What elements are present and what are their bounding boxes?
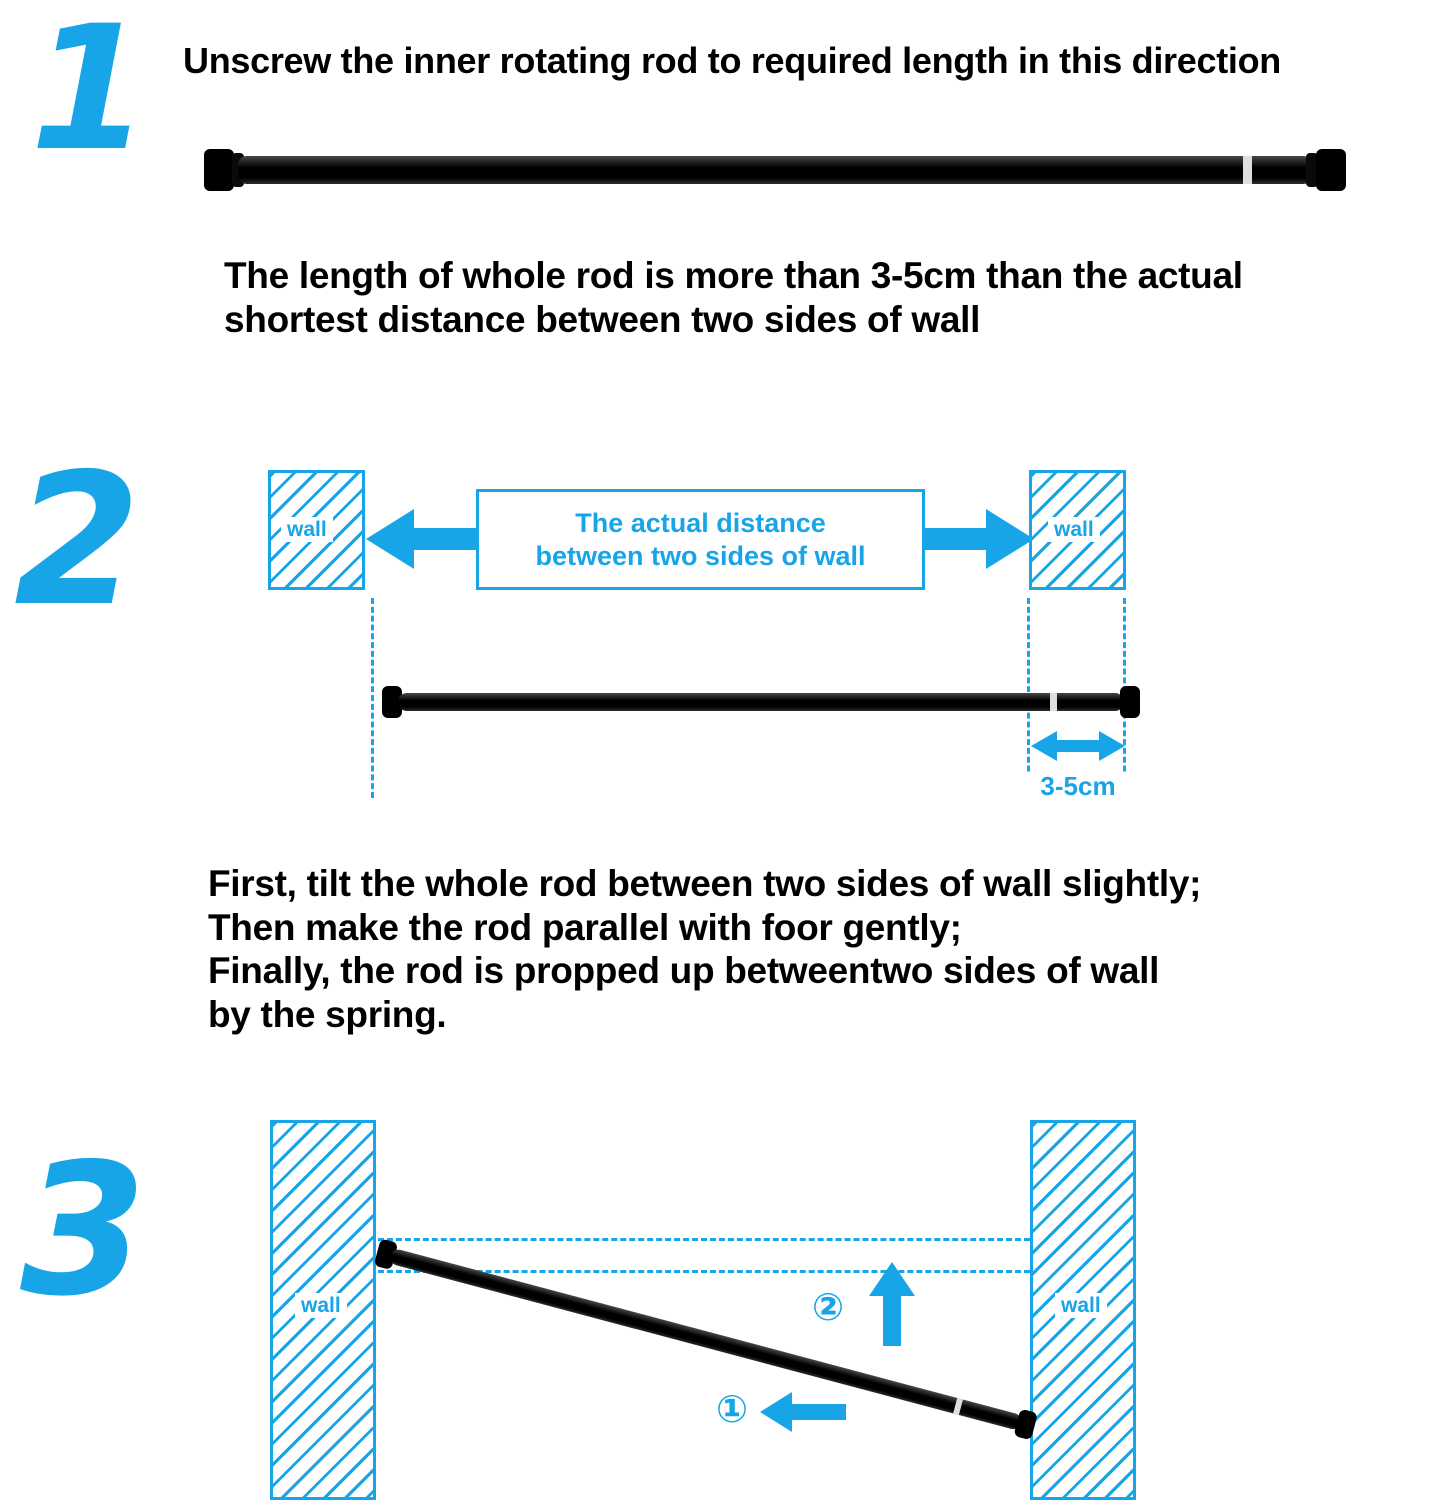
step3-number: 3: [20, 1124, 147, 1336]
wall-label: wall: [295, 1293, 347, 1318]
instruction-line: Finally, the rod is propped up betweentw…: [208, 950, 1160, 992]
left-arrow-icon: [760, 1392, 846, 1432]
distance-label-line1: The actual distance: [575, 508, 826, 539]
double-arrow-icon: [1031, 731, 1125, 761]
up-arrow-icon: [869, 1262, 915, 1346]
circled-one-marker: ①: [716, 1387, 749, 1431]
wall-block-right-step2: wall: [1029, 470, 1126, 590]
arrow-left-icon: [366, 509, 478, 569]
rod-end-cap-right-icon: [1120, 686, 1140, 718]
distance-label-line2: between two sides of wall: [535, 540, 866, 571]
rod-end-cap-right-icon: [1316, 149, 1346, 191]
instruction-line: by the spring.: [208, 993, 447, 1035]
wall-label: wall: [281, 517, 333, 542]
wall-block-right-step3: wall: [1030, 1120, 1136, 1500]
tilted-tension-rod-step3: [373, 1238, 1039, 1441]
wall-label: wall: [1048, 517, 1100, 542]
rod-ring-right-icon: [1306, 153, 1318, 187]
dashed-target-line-bottom: [378, 1270, 1030, 1273]
rod-bar: [388, 1247, 1023, 1431]
circled-two-marker: ②: [812, 1285, 845, 1329]
rod-end-cap-left-icon: [382, 686, 402, 718]
step1-note: The length of whole rod is more than 3-5…: [224, 255, 1243, 341]
instruction-line: First, tilt the whole rod between two si…: [208, 863, 1202, 904]
rod-bar: [238, 156, 1312, 184]
instruction-line: Then make the rod parallel with foor gen…: [208, 906, 962, 948]
rod-end-cap-left-icon: [204, 149, 234, 191]
tension-rod-step2: [382, 686, 1140, 718]
wall-block-left-step2: wall: [268, 470, 365, 590]
step2-instructions: First, tilt the whole rod between two si…: [208, 862, 1201, 1037]
dashed-target-line-top: [378, 1238, 1030, 1241]
dashed-line-left-wall-edge: [371, 598, 374, 798]
tension-rod-step1: [204, 146, 1346, 194]
step1-title: Unscrew the inner rotating rod to requir…: [183, 40, 1281, 81]
rod-bar: [398, 693, 1124, 711]
wall-block-left-step3: wall: [270, 1120, 376, 1500]
distance-callout-box: The actual distance between two sides of…: [476, 489, 925, 590]
wall-label: wall: [1055, 1293, 1107, 1318]
rod-junction-band-icon: [1243, 156, 1252, 184]
step2-number: 2: [14, 434, 141, 646]
gap-measurement-label: 3-5cm: [1026, 772, 1130, 801]
arrow-right-icon: [922, 509, 1034, 569]
step1-number: 1: [30, 0, 150, 189]
rod-junction-band-icon: [1050, 693, 1057, 711]
